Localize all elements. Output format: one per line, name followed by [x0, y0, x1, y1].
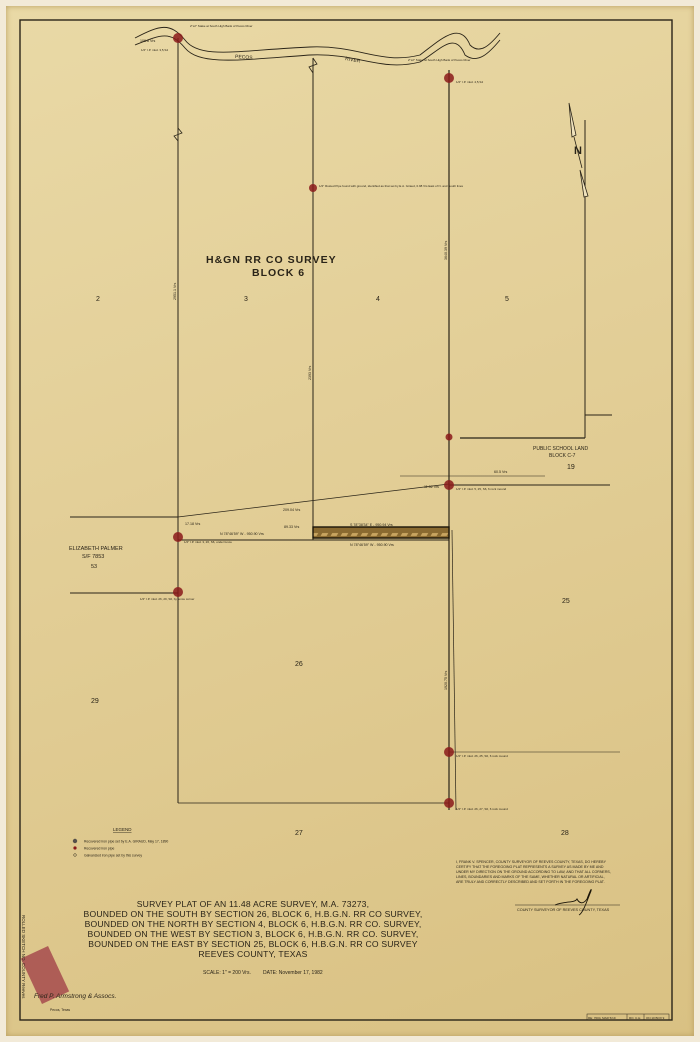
monument-icon: [445, 433, 453, 441]
river-label: PECOS: [235, 54, 254, 61]
firm-name: Fred P. Armstrong & Assocs.: [34, 993, 117, 1000]
distance-tie-1: 60.5 Vrs: [494, 470, 507, 474]
note-sw: 1/2" I.P. mkd. 3, 26, S6, under fence: [184, 540, 232, 544]
tie-line: [177, 483, 450, 518]
distance-middle-line: 2393 Vrs: [308, 366, 312, 380]
title-line: REEVES COUNTY, TEXAS: [198, 949, 307, 959]
note-mid: 1/2" Rusted Pipe found with ground, iden…: [319, 184, 464, 188]
elizabeth-palmer-sf: S/F 7853: [82, 554, 104, 560]
surveyor-signature: [554, 888, 592, 916]
survey-name: H&GN RR CO SURVEY: [206, 254, 337, 266]
certificate-line: UNDER MY DIRECTION ON THE GROUND ACCORDI…: [456, 870, 611, 874]
note-w2: 1/2" I.P. mkd. 26, 29, S6, by fence corn…: [140, 597, 194, 601]
section-5: 5: [505, 296, 509, 303]
scale-label: SCALE: 1" = 200 Vrs.: [203, 970, 251, 976]
note-nw: 1/2" I.P. mkd. 3,5,S4: [141, 48, 168, 52]
firm-address: Pecos, Texas: [50, 1008, 70, 1012]
set-pipe-icon: [73, 853, 77, 857]
title-line: BOUNDED ON THE SOUTH BY SECTION 26, BLOC…: [84, 909, 423, 919]
distance-tie-2: 11.52 Vrs: [424, 485, 439, 489]
note-e2: 1/2" I.P. mkd. 26, 25, S6, 6 rock mound: [456, 754, 508, 758]
pecos-river-bank-north: [134, 26, 501, 59]
section-27: 27: [295, 830, 303, 837]
side-stamp: ROLLED SKETCH NO. COUNTY Reeves: [21, 915, 26, 999]
note-nw-stake: 2"x2" Stake at South High Bank of Pecos …: [190, 24, 253, 28]
north-arrow-icon: [568, 102, 589, 198]
section-2: 2: [96, 296, 100, 303]
section-28: 28: [561, 830, 569, 837]
public-school-land-block: BLOCK C-7: [549, 453, 576, 459]
legend-item: Galvanized iron pipe set by this survey: [84, 854, 142, 858]
monument-icon: [444, 480, 454, 490]
file-box-cell: ON 10 BOX 9: [646, 1016, 665, 1020]
river-label: RIVER: [345, 56, 361, 65]
north-label: N: [574, 145, 582, 157]
signature-line-label: COUNTY SURVEYOR OF REEVES COUNTY, TEXAS: [517, 908, 610, 912]
section-19: 19: [567, 464, 575, 471]
sheet-border: [19, 19, 673, 1021]
certificate-line: CERTIFY THAT THE FOREGOING PLAT REPRESEN…: [456, 865, 604, 869]
certificate-line: ARE TRULY AND CORRECTLY DESCRIBED AND SE…: [456, 880, 605, 884]
bearing-south-line: N 78°46'59" W - 950.90 Vrs: [350, 543, 394, 547]
note-ne-stake: 2"x2" Stake at South High Bank of Pecos …: [408, 58, 471, 62]
distance-offset: 17.18 Vrs: [185, 522, 200, 526]
file-box-cell: RO. C.H.: [629, 1016, 641, 1020]
note-e1: 1/2" I.P. mkd. 5, 25, S6, 6 rock mound: [456, 487, 507, 491]
section-53: 53: [91, 564, 97, 570]
section-3: 3: [244, 296, 248, 303]
title-line: SURVEY PLAT OF AN 11.48 ACRE SURVEY, M.A…: [137, 899, 370, 909]
monument-icon: [173, 532, 183, 542]
monument-icon: [444, 798, 454, 808]
distance-gap: 89.33 Vrs: [284, 525, 299, 529]
title-line: BOUNDED ON THE WEST BY SECTION 3, BLOCK …: [88, 929, 419, 939]
section-4: 4: [376, 296, 380, 303]
block-label: BLOCK 6: [252, 267, 305, 279]
distance-east-line-south: 1920.75 Vrs: [444, 671, 448, 690]
note-e3: 1/2" I.P. mkd. 26, 27, S6, 6 rock mound: [456, 807, 508, 811]
date-label: DATE: November 17, 1982: [263, 970, 323, 976]
legend-title: LEGEND: [113, 827, 132, 832]
monument-icon: [173, 587, 183, 597]
legend-item: Recovered iron pipe: [84, 847, 114, 851]
certificate-line: LINES, BOUNDARIES AND MARKS OF THE SAME,…: [456, 875, 605, 879]
monuments: [173, 33, 454, 808]
found-pipe-giraud-icon: [72, 838, 78, 844]
monument-icon: [444, 73, 454, 83]
monument-icon: [444, 747, 454, 757]
surveyed-tract-hatched: [312, 526, 450, 539]
distance-east-line: 3640.39 Vrs: [444, 241, 448, 260]
bearing-north-line: S 78°38'34" E - 950.94 Vrs: [350, 523, 393, 527]
public-school-land-label: PUBLIC SCHOOL LAND: [533, 446, 588, 452]
pecos-river-bank-south: [134, 35, 501, 66]
note-ne: 1/2" I.P. mkd. 4,5,S4: [456, 80, 483, 84]
title-line: BOUNDED ON THE NORTH BY SECTION 4, BLOCK…: [85, 919, 422, 929]
section-26: 26: [295, 661, 303, 668]
distance-west-tie: 106.8 Vrs: [140, 39, 155, 43]
red-stamp: [20, 946, 70, 1004]
distance-west: 209.04 Vrs: [283, 508, 300, 512]
survey-plat-sheet: [6, 6, 694, 1036]
monument-icon: [173, 33, 183, 43]
monument-icon: [309, 184, 317, 192]
distance-west-line: 2951.1 Vrs: [173, 283, 177, 300]
section-29: 29: [91, 698, 99, 705]
section-25: 25: [562, 598, 570, 605]
file-box-cell: RE: 7004, MAR 5/19: [588, 1016, 616, 1020]
found-pipe-icon: [73, 846, 77, 850]
title-line: BOUNDED ON THE EAST BY SECTION 25, BLOCK…: [88, 939, 418, 949]
certificate-line: I, FRANK V. SPENCER, COUNTY SURVEYOR OF …: [456, 860, 607, 864]
bearing-south-line-west: N 78°46'59" W - 950.90 Vrs: [220, 532, 264, 536]
elizabeth-palmer-label: ELIZABETH PALMER: [69, 546, 123, 552]
legend-item: Recovered iron pipe set by E.A. GIRAUD, …: [84, 840, 168, 844]
